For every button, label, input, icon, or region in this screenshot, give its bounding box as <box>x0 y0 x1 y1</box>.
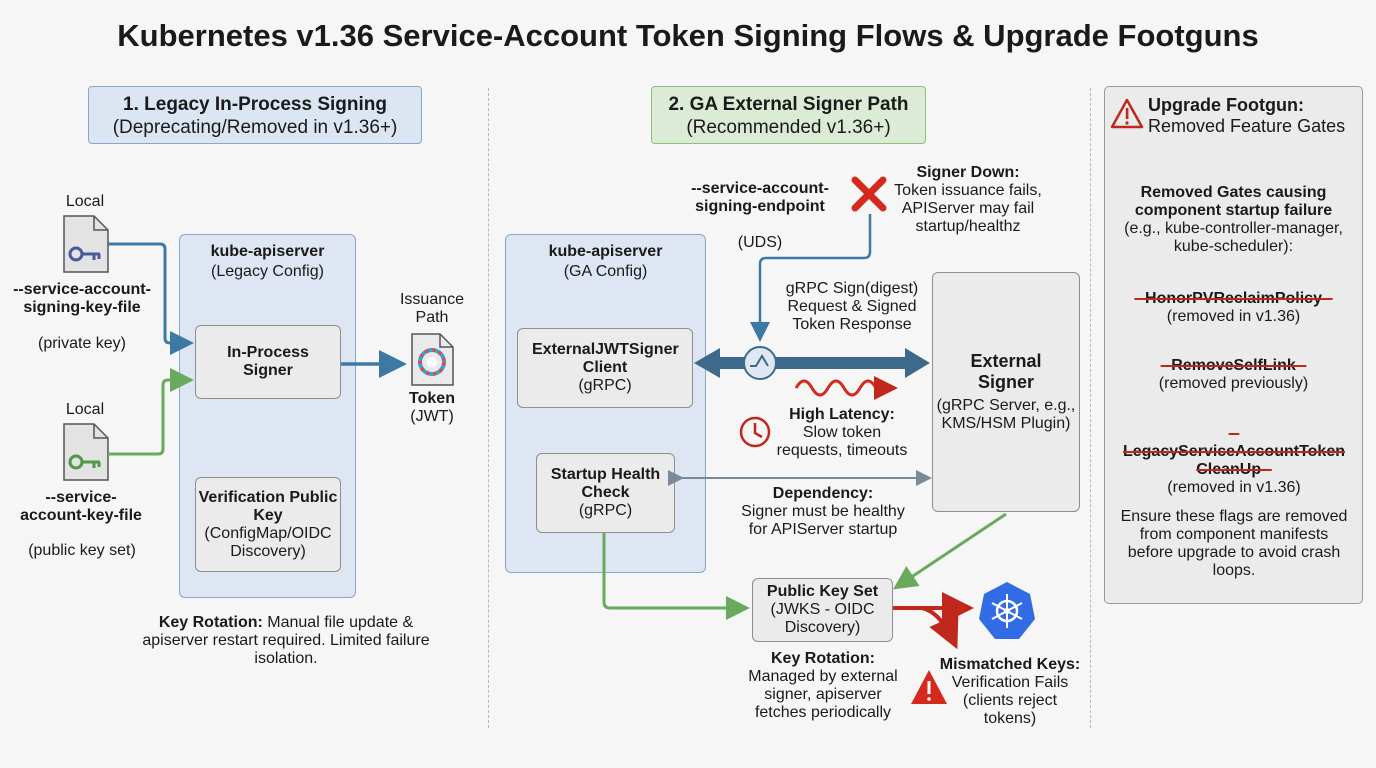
legacy-rotation-bold: Key Rotation: <box>158 614 263 631</box>
private-key-desc: (private key) <box>37 335 127 352</box>
removed-eg-text: (e.g., kube-controller-manager, kube-sch… <box>1124 220 1343 255</box>
footgun-warning-icon <box>1110 98 1144 130</box>
signing-endpoint-flag: --service-account-signing-endpoint <box>691 180 829 215</box>
startup-health-check: Startup Health Check (gRPC) <box>536 453 675 533</box>
mismatch-title: Mismatched Keys: <box>939 656 1081 673</box>
mismatch-text: Verification Fails (clients reject token… <box>951 674 1069 727</box>
clock-icon <box>739 416 771 448</box>
signer-down-note: Signer Down: Token issuance fails, APISe… <box>884 164 1052 236</box>
footgun-title: Upgrade Footgun: <box>1148 95 1304 115</box>
legacy-header-line2: (Deprecating/Removed in v1.36+) <box>112 117 398 138</box>
issuance-path-label: Issuance Path <box>399 291 465 326</box>
in-process-signer: In-Process Signer <box>195 325 341 399</box>
dependency-title: Dependency: <box>772 485 874 502</box>
latency-text: Slow token requests, timeouts <box>776 424 908 459</box>
footgun-advice: Ensure these flags are removed from comp… <box>1120 508 1348 579</box>
ga-rotation-text: Managed by external signer, apiserver fe… <box>748 668 898 721</box>
ga-header-line2: (Recommended v1.36+) <box>686 117 891 138</box>
ga-apiserver-sub: (GA Config) <box>563 263 648 280</box>
latency-title: High Latency: <box>789 406 895 423</box>
signer-down-title: Signer Down: <box>916 164 1020 181</box>
diagram-title: Kubernetes v1.36 Service-Account Token S… <box>117 18 1259 53</box>
local-label-1: Local <box>65 193 105 210</box>
legacy-apiserver-title: kube-apiserver <box>210 243 325 260</box>
kubernetes-logo-icon <box>980 582 1034 636</box>
legacy-section-header: 1. Legacy In-Process Signing (Deprecatin… <box>88 86 422 144</box>
mismatched-keys-note: Mismatched Keys: Verification Fails (cli… <box>932 656 1088 728</box>
legacy-header-line1: 1. Legacy In-Process Signing <box>123 94 387 115</box>
verification-title: Verification Public Key <box>198 488 338 524</box>
ga-key-rotation-note: Key Rotation: Managed by external signer… <box>738 650 908 722</box>
removed-gates-heading: Removed Gates causing component startup … <box>1112 184 1355 256</box>
pks-title: Public Key Set <box>766 583 879 600</box>
gate-3-name: --LegacyServiceAccountToken CleanUp-- <box>1122 425 1345 478</box>
pks-sub: (JWKS - OIDC Discovery) <box>770 601 875 636</box>
external-signer: External Signer (gRPC Server, e.g., KMS/… <box>932 272 1080 512</box>
verification-sub: (ConfigMap/OIDC Discovery) <box>204 524 332 560</box>
ga-header-line1: 2. GA External Signer Path <box>668 94 909 115</box>
external-jwt-signer-client: ExternalJWTSigner Client (gRPC) <box>517 328 693 408</box>
gate-2-name: --RemoveSelfLink-- <box>1160 357 1307 374</box>
external-signer-sub: (gRPC Server, e.g., KMS/HSM Plugin) <box>936 397 1076 432</box>
gate-item-3: --LegacyServiceAccountToken CleanUp-- (r… <box>1120 425 1348 497</box>
token-sub: (JWT) <box>410 408 454 425</box>
dependency-note: Dependency: Signer must be healthy for A… <box>730 485 916 539</box>
private-key-file-icon <box>60 214 110 274</box>
in-process-signer-label: In-Process Signer <box>227 344 309 379</box>
token-document-icon <box>409 332 455 387</box>
token-title: Token <box>409 390 455 407</box>
ga-apiserver-title: kube-apiserver <box>548 243 663 260</box>
signing-endpoint-sub: (UDS) <box>737 234 783 251</box>
latency-wave-icon <box>794 376 898 400</box>
verification-public-key: Verification Public Key (ConfigMap/OIDC … <box>195 477 341 572</box>
legacy-rotation-text: Manual file update & apiserver restart r… <box>142 614 430 667</box>
local-label-2: Local <box>65 401 105 418</box>
gate-1-note: (removed in v1.36) <box>1166 308 1301 325</box>
external-signer-title: External Signer <box>970 351 1042 392</box>
private-key-flag: --service-account-signing-key-file <box>13 281 151 316</box>
public-key-file-icon <box>60 422 110 482</box>
gate-item-2: --RemoveSelfLink-- (removed previously) <box>1112 357 1355 393</box>
gate-1-name: --HonorPVReclaimPolicy-- <box>1134 290 1333 307</box>
high-latency-note: High Latency: Slow token requests, timeo… <box>768 406 916 460</box>
legacy-key-rotation-note: Key Rotation: Manual file update & apise… <box>130 614 442 668</box>
client-sub: (gRPC) <box>578 377 632 394</box>
public-key-desc: (public key set) <box>28 542 136 559</box>
upgrade-footgun-panel <box>1104 86 1363 604</box>
signer-down-x-icon <box>851 176 887 212</box>
dependency-text: Signer must be healthy for APIServer sta… <box>741 503 905 538</box>
ga-rotation-title: Key Rotation: <box>771 650 875 667</box>
separator-1 <box>488 88 489 728</box>
signer-down-text: Token issuance fails, APIServer may fail… <box>894 182 1042 235</box>
footgun-title-block: Upgrade Footgun: Removed Feature Gates <box>1148 95 1358 137</box>
health-title: Startup Health Check <box>550 466 661 501</box>
mismatch-arrow <box>921 606 959 650</box>
public-key-arrow <box>108 368 194 456</box>
separator-2 <box>1090 88 1091 728</box>
grpc-bidirectional-arrow <box>694 348 930 378</box>
gate-3-note: (removed in v1.36) <box>1167 479 1301 496</box>
client-title: ExternalJWTSigner Client <box>532 341 679 376</box>
gate-item-1: --HonorPVReclaimPolicy-- (removed in v1.… <box>1112 290 1355 326</box>
health-sub: (gRPC) <box>578 502 633 519</box>
legacy-apiserver-sub: (Legacy Config) <box>211 263 324 280</box>
footgun-subtitle: Removed Feature Gates <box>1148 116 1346 136</box>
gate-2-note: (removed previously) <box>1158 375 1309 392</box>
uds-dial-icon <box>743 346 777 380</box>
grpc-sign-label: gRPC Sign(digest) Request & Signed Token… <box>785 280 919 333</box>
ga-section-header: 2. GA External Signer Path (Recommended … <box>651 86 926 144</box>
removed-heading-text: Removed Gates causing component startup … <box>1134 184 1333 219</box>
public-key-set: Public Key Set (JWKS - OIDC Discovery) <box>752 578 893 642</box>
public-key-flag: --service-account-key-file <box>20 489 142 524</box>
